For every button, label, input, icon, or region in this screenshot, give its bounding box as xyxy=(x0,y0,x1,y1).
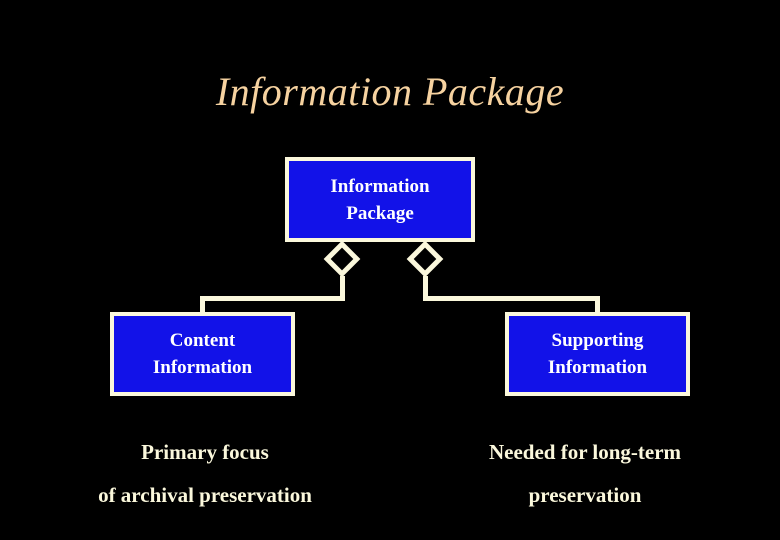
caption-supporting-information-line2: preservation xyxy=(528,483,642,507)
connector-left-drop xyxy=(200,296,205,314)
connector-left-vertical xyxy=(340,276,345,300)
caption-supporting-information: Needed for long-term preservation xyxy=(400,437,770,510)
caption-content-information-line1: Primary focus xyxy=(141,440,269,464)
node-content-information-label: Content Information xyxy=(152,330,253,378)
caption-supporting-information-line1: Needed for long-term xyxy=(488,440,682,464)
diamond-icon-right xyxy=(406,240,444,278)
connector-right-horizontal xyxy=(423,296,600,301)
node-supporting-information[interactable]: Supporting Information xyxy=(505,312,690,396)
caption-content-information-line2: of archival preservation xyxy=(98,483,312,507)
page-title: Information Package xyxy=(215,69,565,114)
connector-right-vertical xyxy=(423,276,428,300)
connector-right-drop xyxy=(595,296,600,314)
node-supporting-information-label: Supporting Information xyxy=(547,330,648,378)
node-content-information[interactable]: Content Information xyxy=(110,312,295,396)
node-information-package-label: Information Package xyxy=(330,175,430,224)
node-information-package[interactable]: Information Package xyxy=(285,157,475,242)
caption-content-information: Primary focus of archival preservation xyxy=(20,437,390,510)
diamond-icon-left xyxy=(323,240,361,278)
connector-left-horizontal xyxy=(200,296,345,301)
